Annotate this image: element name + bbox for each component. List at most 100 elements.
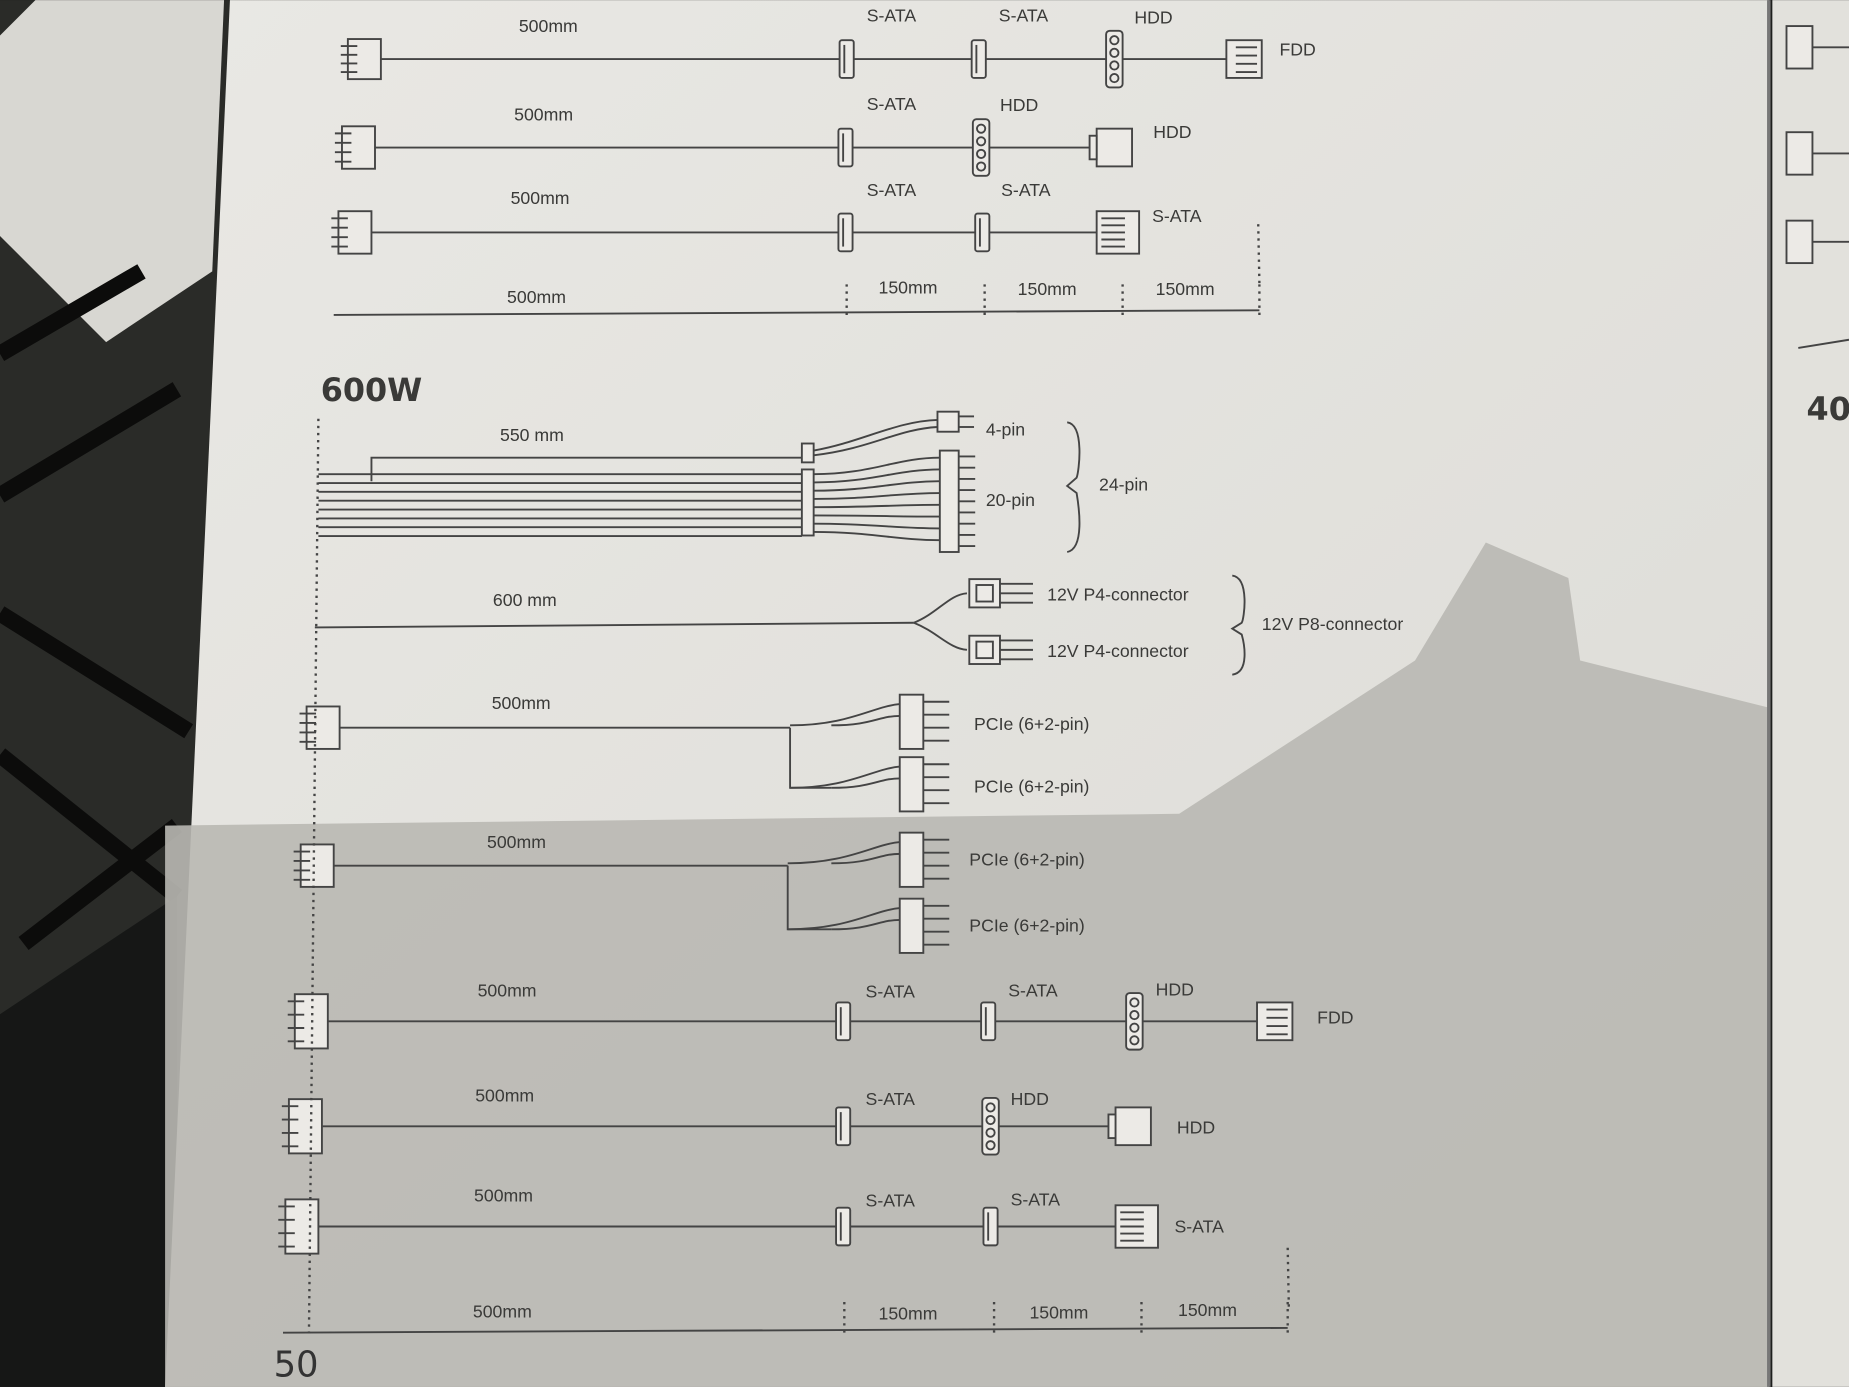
right-page-plug	[1785, 25, 1814, 70]
cable	[813, 426, 938, 457]
hand-shadow	[165, 542, 1769, 1387]
cable-sleeve	[800, 468, 815, 537]
connector-label: HDD	[1011, 1089, 1049, 1109]
dimension-label: 150mm	[1029, 1302, 1088, 1322]
cable	[831, 852, 900, 865]
eps-cable	[314, 621, 914, 629]
dimension-label: 150mm	[1018, 279, 1077, 299]
connector-label: S-ATA	[1001, 180, 1051, 200]
background-box	[0, 0, 236, 1387]
molex-pin	[985, 1102, 996, 1113]
pcie-connector	[898, 897, 925, 954]
connector-label: 4-pin	[986, 419, 1025, 439]
connector-label: S-ATA	[867, 5, 917, 25]
4-pin-connector	[936, 410, 960, 433]
molex-connector	[1125, 992, 1144, 1051]
molex-pin	[976, 123, 987, 134]
sata-connector	[838, 39, 855, 79]
cable-length: 500mm	[514, 104, 573, 124]
psu-plug	[287, 1098, 323, 1155]
sata-connector	[837, 127, 854, 168]
molex-end-lip	[1107, 1113, 1117, 1140]
dimension-tick	[1286, 1247, 1291, 1310]
molex-pin	[1109, 35, 1120, 46]
dimension-label: 150mm	[879, 278, 938, 298]
connector-label: S-ATA	[1011, 1189, 1061, 1209]
molex-pin	[976, 148, 987, 159]
molex-pin	[1129, 1009, 1140, 1021]
cable-length: 500mm	[519, 16, 578, 36]
section-600w: 600W 550 mm 4-pin 20-pin 24-pin 600 mm 1…	[274, 371, 1404, 1385]
molex-connector	[971, 118, 991, 177]
molex-connector	[981, 1097, 1000, 1156]
cable-length: 500mm	[478, 981, 537, 1001]
dimension-label: 500mm	[473, 1301, 532, 1321]
connector-label: FDD	[1279, 40, 1315, 60]
sata-connector	[970, 39, 987, 79]
cable	[913, 621, 968, 651]
connector-label: S-ATA	[999, 5, 1049, 25]
sata-connector	[980, 1001, 997, 1042]
psu-plug	[346, 38, 382, 81]
psu-plug	[337, 210, 373, 255]
cable	[831, 918, 900, 931]
connector-label: 24-pin	[1099, 475, 1148, 495]
dimension-line	[283, 1326, 1288, 1334]
sata-connector	[835, 1206, 852, 1247]
connector-label: S-ATA	[1174, 1216, 1224, 1236]
dimension-label: 500mm	[507, 287, 566, 307]
dimension-label: 150mm	[879, 1304, 938, 1324]
cable	[790, 703, 900, 727]
connector-label: S-ATA	[867, 94, 917, 114]
connector-label: HDD	[1153, 122, 1191, 142]
connector-label: 12V P4-connector	[1047, 641, 1189, 661]
dimension-line	[333, 309, 1260, 316]
right-page	[1772, 0, 1849, 1387]
right-page-heading: 40	[1807, 390, 1849, 428]
cable	[790, 765, 900, 789]
cable	[813, 522, 940, 530]
psu-plug	[284, 1198, 320, 1255]
cable-length: 550 mm	[500, 425, 564, 445]
cable	[787, 841, 900, 865]
cable	[813, 531, 940, 542]
connector-label: HDD	[1177, 1117, 1215, 1137]
connector-label: S-ATA	[1152, 206, 1202, 226]
section-title: 600W	[321, 371, 423, 409]
sata-connector	[982, 1206, 999, 1247]
20-pin-connector	[938, 449, 960, 553]
cable	[370, 456, 802, 482]
sata-connector	[835, 1106, 852, 1147]
connector-label: FDD	[1317, 1008, 1353, 1028]
connector-label: PCIe (6+2-pin)	[974, 777, 1089, 797]
right-page-plug	[1785, 219, 1814, 265]
connector-label: S-ATA	[1008, 981, 1058, 1001]
pcie-connector	[898, 756, 925, 813]
molex-end-connector	[1095, 127, 1133, 168]
molex-connector	[1105, 29, 1124, 89]
dimension-tick	[1257, 224, 1261, 284]
molex-pin	[1129, 1022, 1140, 1033]
sata-connector	[835, 1001, 852, 1042]
pcie-connector	[898, 831, 925, 888]
fdd-connector	[1225, 39, 1263, 79]
cable-length: 500mm	[475, 1086, 534, 1106]
connector-label: PCIe (6+2-pin)	[969, 916, 1084, 936]
cable	[813, 480, 940, 492]
molex-pin	[985, 1127, 996, 1138]
cable-length: 500mm	[492, 693, 551, 713]
cable-length: 500mm	[511, 188, 570, 208]
cable-length: 500mm	[487, 832, 546, 852]
dimension-label: 150mm	[1156, 279, 1215, 299]
connector-label: 12V P4-connector	[1047, 584, 1189, 604]
top-section: 500mm S-ATA S-ATA HDD FDD 500mm S-ATA HD…	[507, 5, 1316, 307]
p4-latch	[975, 584, 994, 603]
connector-label: S-ATA	[867, 180, 917, 200]
page-number: 50	[274, 1344, 319, 1385]
molex-pin	[985, 1114, 996, 1126]
p4-latch	[975, 640, 994, 660]
right-page-plug	[1785, 131, 1814, 176]
connector-label: PCIe (6+2-pin)	[969, 850, 1084, 870]
molex-pin	[1129, 1035, 1140, 1046]
